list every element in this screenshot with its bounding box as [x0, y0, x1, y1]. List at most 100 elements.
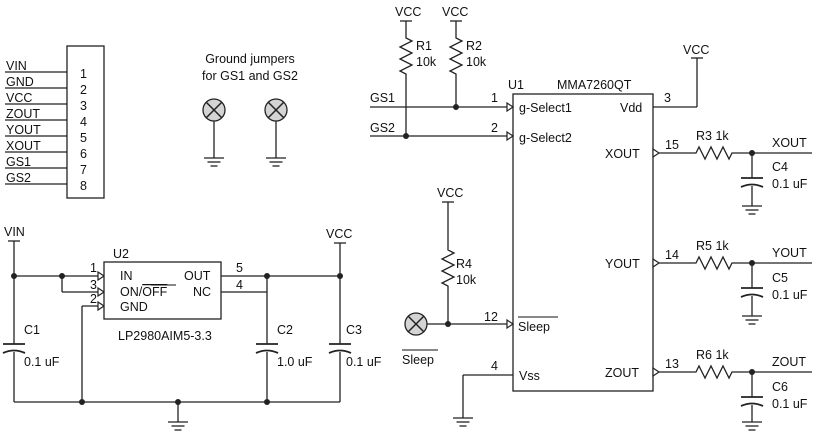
u2-part-number: LP2980AIM5-3.3 — [118, 329, 212, 343]
u2-pin-number: 3 — [90, 278, 97, 292]
u1-pin-gselect1: g-Select1 — [519, 101, 572, 115]
vcc-label: VCC — [437, 186, 463, 200]
vcc-label: VCC — [395, 5, 421, 19]
net-zout: ZOUT — [772, 355, 806, 369]
u2-ref: U2 — [113, 247, 129, 261]
c6-value: 0.1 uF — [772, 397, 808, 411]
header-pin-number: 7 — [80, 163, 87, 177]
header-pin-number: 8 — [80, 179, 87, 193]
vcc-label: VCC — [326, 227, 352, 241]
u2-pin-nc: NC — [193, 285, 211, 299]
resistor-r3-icon — [691, 146, 737, 160]
net-gs1: GS1 — [370, 91, 395, 105]
u2-pin-number: 2 — [90, 292, 97, 306]
u2-pin-number: 1 — [90, 261, 97, 275]
u1-pin-number: 13 — [665, 357, 679, 371]
resistor-r4-icon — [441, 245, 455, 291]
header-pin-name: VIN — [6, 59, 27, 73]
header-pin-number: 5 — [80, 131, 87, 145]
u1-pin-number: 14 — [665, 248, 679, 262]
u1-pin-number: 15 — [665, 138, 679, 152]
header-pin-number: 6 — [80, 147, 87, 161]
header-body — [66, 45, 105, 199]
c2-name: C2 — [277, 323, 293, 337]
u2-pin-in: IN — [120, 269, 133, 283]
u1-pin-zout: ZOUT — [605, 366, 639, 380]
header-pin-name: ZOUT — [6, 107, 40, 121]
capacitor-c5-icon — [740, 287, 764, 298]
c1-name: C1 — [24, 323, 40, 337]
jumper-sleep-icon[interactable] — [404, 312, 428, 336]
vcc-label: VCC — [442, 5, 468, 19]
ground-jumpers: Ground jumpers for GS1 and GS2 — [202, 52, 298, 167]
u1-pin-sleep: Sleep — [518, 320, 550, 334]
resistor-r1-icon — [399, 33, 413, 79]
r6-label: R6 1k — [696, 348, 729, 362]
u1-pin-vdd: Vdd — [620, 101, 642, 115]
u1-ref: U1 — [508, 78, 524, 92]
u1-part-number: MMA7260QT — [557, 78, 632, 92]
u2-pin-number: 4 — [236, 278, 243, 292]
u2-pin-onoff: ON/OFF — [120, 285, 168, 299]
u1-pin-gselect2: g-Select2 — [519, 131, 572, 145]
ground-icon — [203, 157, 225, 167]
header-pin-number: 3 — [80, 99, 87, 113]
ground-icon — [741, 205, 763, 215]
u1-pin-number: 3 — [664, 91, 671, 105]
net-sleep: Sleep — [402, 353, 434, 367]
header-pin-name: XOUT — [6, 139, 41, 153]
c5-name: C5 — [772, 271, 788, 285]
c1-value: 0.1 uF — [24, 355, 60, 369]
header-pin-name: YOUT — [6, 123, 41, 137]
header-pin-lines — [5, 71, 67, 185]
u1-pin-number: 12 — [484, 310, 498, 324]
c4-name: C4 — [772, 160, 788, 174]
jumper-gs2-icon[interactable] — [264, 98, 288, 122]
header-pin-number: 4 — [80, 115, 87, 129]
u1-pin-number: 1 — [491, 91, 498, 105]
header-pin-name: GND — [6, 75, 34, 89]
header-pin-name: GS2 — [6, 171, 31, 185]
u1-body — [512, 93, 654, 392]
u2-pin-gnd: GND — [120, 300, 148, 314]
c3-name: C3 — [346, 323, 362, 337]
u1-pin-vss: Vss — [519, 369, 540, 383]
r2-name: R2 — [466, 39, 482, 53]
r4-name: R4 — [456, 257, 472, 271]
capacitor-c1-icon — [2, 343, 26, 354]
c5-value: 0.1 uF — [772, 288, 808, 302]
capacitor-c6-icon — [740, 396, 764, 407]
u2-pin-out: OUT — [184, 269, 211, 283]
u1-pin-xout: XOUT — [605, 147, 640, 161]
u2-pin-number: 5 — [236, 261, 243, 275]
c4-value: 0.1 uF — [772, 177, 808, 191]
ground-icon — [741, 315, 763, 325]
u1-pin-number: 2 — [491, 121, 498, 135]
header-pin-number: 2 — [80, 83, 87, 97]
vcc-label: VCC — [683, 43, 709, 57]
ground-icon — [741, 421, 763, 431]
r3-label: R3 1k — [696, 129, 729, 143]
capacitor-c3-icon — [328, 343, 352, 354]
net-gs2: GS2 — [370, 121, 395, 135]
jumpers-caption-line1: Ground jumpers — [205, 52, 295, 66]
header-pin-name: GS1 — [6, 155, 31, 169]
sleep-section: VCC R4 10k Sleep — [402, 186, 507, 367]
jumpers-caption-line2: for GS1 and GS2 — [202, 69, 298, 83]
r2-value: 10k — [466, 55, 487, 69]
capacitor-c4-icon — [740, 177, 764, 188]
net-yout: YOUT — [772, 246, 807, 260]
ground-icon — [452, 417, 474, 427]
c6-name: C6 — [772, 380, 788, 394]
regulator-section: VIN 1 3 2 U2 IN ON/OFF GND OUT NC LP2980… — [2, 225, 382, 431]
jumper-gs1-icon[interactable] — [202, 98, 226, 122]
c3-value: 0.1 uF — [346, 355, 382, 369]
header-pin-name: VCC — [6, 91, 32, 105]
resistor-r6-icon — [691, 365, 737, 379]
output-filters: R3 1k XOUT C4 0.1 uF R5 1k YOUT C5 0.1 u… — [659, 129, 812, 431]
r5-label: R5 1k — [696, 239, 729, 253]
vin-label: VIN — [4, 225, 25, 239]
r4-value: 10k — [456, 273, 477, 287]
u1-pin-number: 4 — [491, 359, 498, 373]
